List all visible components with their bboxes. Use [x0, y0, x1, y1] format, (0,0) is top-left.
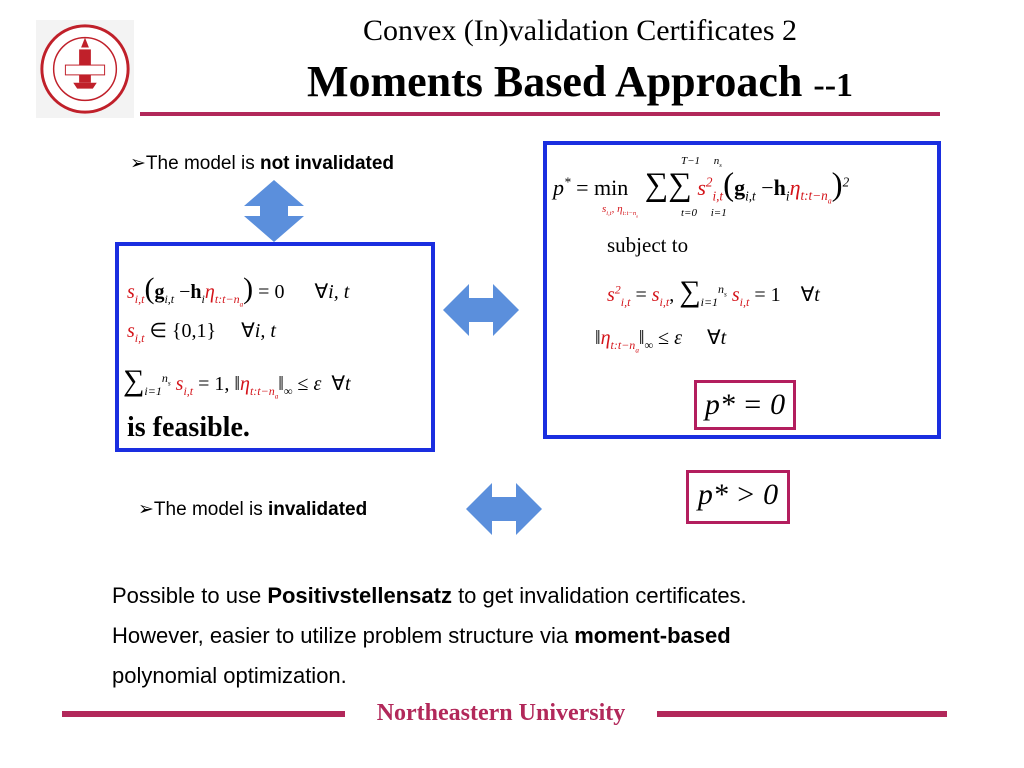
summary-line-2: However, easier to utilize problem struc…: [112, 616, 1012, 656]
title-underline: [140, 112, 940, 116]
bullet-invalidated: ➢The model is invalidated: [138, 498, 367, 521]
summary-l1-bold: Positivstellensatz: [267, 583, 452, 608]
constraint-equation-3: ∑i=1ns si,t = 1, ‖ηt:t−na‖∞ ≤ ε ∀t: [123, 364, 351, 401]
result-p-greater-zero: p* > 0: [697, 478, 779, 511]
slide-title-line1: Convex (In)validation Certificates 2: [362, 14, 798, 47]
summary-l1-post: to get invalidation certificates.: [451, 583, 747, 608]
bullet-not-invalidated: ➢The model is not invalidated: [130, 152, 394, 175]
constraint-equation-2: si,t ∈ {0,1} ∀i, t: [127, 320, 276, 345]
bullet2-bold: invalidated: [267, 499, 368, 520]
feasible-label: is feasible.: [127, 412, 250, 443]
result-not-invalidated-box: p* = 0: [694, 380, 796, 430]
summary-line-3: polynomial optimization.: [112, 663, 347, 688]
summary-l1-pre: Possible to use: [112, 583, 268, 608]
bullet1-bold: not invalidated: [259, 153, 395, 174]
sum-lower-limits: t=0 i=1: [681, 207, 727, 219]
bullet1-prefix: ➢The model is: [130, 153, 260, 174]
vertical-double-arrow-icon: [244, 180, 304, 242]
summary-l2-pre: However, easier to utilize problem struc…: [112, 623, 575, 648]
footer-rule-right: [657, 711, 947, 717]
result-invalidated-box: p* > 0: [686, 470, 790, 524]
constraint-equation-1: si,t(gi,t −hiηt:t−na) = 0 ∀i, t: [127, 272, 350, 309]
feasibility-conditions-box: si,t(gi,t −hiηt:t−na) = 0 ∀i, t si,t ∈ {…: [115, 242, 435, 452]
summary-line-1: Possible to use Positivstellensatz to ge…: [112, 576, 1012, 616]
slide-title-suffix: --1: [813, 67, 854, 104]
constraint-norm-bound: ‖ηt:t−na‖∞ ≤ ε ∀t: [595, 327, 727, 355]
min-subscript: si,t, ηt:t−na: [602, 203, 639, 219]
objective-function: p* = min ∑∑ s2i,t(gi,t −hiηt:t−na)2: [553, 167, 850, 207]
sum-upper-limits: T−1 ns: [681, 155, 722, 170]
footer-university-name: Northeastern University: [376, 700, 626, 726]
summary-l2-bold: moment-based: [574, 623, 731, 648]
horizontal-double-arrow-icon: [443, 284, 519, 336]
summary-paragraph: Possible to use Positivstellensatz to ge…: [112, 576, 1012, 696]
min-operator: min: [594, 175, 629, 200]
university-seal-logo: [36, 20, 134, 118]
result-p-equals-zero: p* = 0: [704, 388, 786, 421]
slide-title-main: Moments Based Approach: [306, 57, 803, 106]
footer-rule-left: [62, 711, 345, 717]
constraint-binary-sum: s2i,t = si,t, ∑i=1ns si,t = 1 ∀t: [607, 275, 820, 309]
optimization-problem-box: p* = min ∑∑ s2i,t(gi,t −hiηt:t−na)2 si,t…: [543, 141, 941, 439]
bullet2-prefix: ➢The model is: [138, 499, 268, 520]
subject-to-label: subject to: [607, 233, 689, 257]
horizontal-double-arrow-icon-2: [466, 483, 542, 535]
slide-title-line2: Moments Based Approach --1: [150, 56, 1010, 107]
